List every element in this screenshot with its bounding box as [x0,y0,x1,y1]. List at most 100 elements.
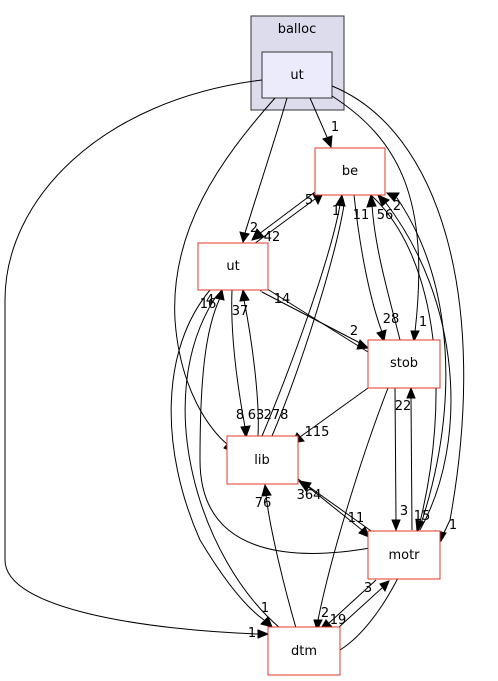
edge-be-stob [353,194,383,333]
edge-label: 63 [248,408,265,423]
edge-stob-lib [299,387,369,438]
node-stob[interactable]: stob [367,339,441,389]
edge-label: 76 [255,496,272,511]
edge-lib-ut [243,299,259,437]
node-ut-label: ut [226,259,239,274]
edge-arrow [335,193,346,207]
edge-arrow [261,483,272,497]
edge-dtm-be [339,197,447,651]
node-stob-box [367,339,441,389]
node-ut[interactable]: ut [197,242,269,291]
node-be[interactable]: be [314,147,386,196]
edge-dtm-ut [184,297,281,629]
edge-balloc-ut-dtm [4,79,263,635]
edge-be-lib [271,204,345,437]
edge-label: 8 [236,408,244,423]
edge-label: 2 [250,221,258,236]
edge-label: 11 [353,208,370,223]
edge-motr-lib [307,485,375,534]
edge-arrow [391,519,401,532]
edge-label: 1 [248,626,256,641]
edge-label: 364 [297,488,322,503]
edge-label: 5 [305,193,313,208]
edge-label: 37 [232,304,249,319]
edge-label: 22 [395,399,412,414]
node-be-box [314,147,386,196]
edge-label: 115 [305,425,330,440]
node-dtm[interactable]: dtm [267,626,341,676]
edge-label: 14 [274,292,291,307]
edge-arrow [251,228,265,241]
edge-motr-dtm [327,579,377,625]
edge-stob-dtm [317,387,389,621]
edge-stob-be [371,204,401,341]
edge-arrow [385,192,400,202]
node-ut-box [197,242,269,291]
edge-label: 3 [364,581,372,596]
node-lib-box [226,435,299,485]
edge-arrow [358,526,370,538]
cluster-balloc-label: balloc [278,22,317,37]
edge-arrow [377,194,390,207]
node-motr[interactable]: motr [367,530,441,580]
edge-label: 19 [330,613,347,628]
edge-balloc-ut-be [309,97,328,138]
edge-label: 1 [332,204,340,219]
edge-label: 16 [200,297,217,312]
node-dtm-box [267,626,341,676]
edge-label: 2 [350,324,358,339]
edge-arrow [379,580,390,593]
edge-label: 2 [393,199,401,214]
edge-label: 3 [400,504,408,519]
edge-dtm-lib [265,494,297,629]
edge-label: 1 [331,120,339,135]
edge-balloc-ut-lib [174,97,276,445]
edge-label: 15 [414,509,431,524]
edge-ut-dtm [170,289,265,621]
edge-balloc-ut-ut [244,97,288,234]
edge-label: 1 [261,601,269,616]
edge-arrow [366,193,377,208]
edge-arrow [356,339,370,350]
edge-arrow [260,616,273,628]
edge-arrow [376,329,387,343]
node-dtm-label: dtm [291,644,317,659]
edge-label: 28 [383,312,400,327]
edge-ut-lib [231,289,246,428]
edge-stob-ut [263,286,369,353]
edge-arrow [322,135,333,149]
node-motr-label: motr [388,548,420,563]
node-balloc-ut-box [261,51,333,99]
edge-arrow [415,519,425,533]
edge-stob-motr [394,387,397,521]
edge-balloc-ut-stob [331,95,420,333]
edge-dtm-motr [337,587,383,629]
edge-motr-be [385,202,452,531]
edge-label: 4 [206,293,214,308]
cluster-balloc[interactable]: balloc ut [250,15,345,111]
node-balloc-ut[interactable]: ut [261,51,333,99]
node-be-label: be [342,164,358,179]
edge-balloc-ut-motr [331,85,465,536]
edge-label: 2 [321,606,329,621]
edge-label: 278 [264,408,289,423]
edge-arrow [239,288,250,302]
node-stob-label: stob [390,356,418,371]
edge-be-motr [371,195,437,523]
edge-arrow [406,386,416,399]
edge-label: 56 [377,208,394,223]
edge-ut-stob [261,291,363,345]
edge-label: 11 [348,511,365,526]
edge-arrow [313,619,323,632]
node-balloc-ut-label: ut [290,68,303,83]
edge-be-ut [258,191,316,235]
node-lib[interactable]: lib [226,435,299,485]
edge-arrow [214,288,225,301]
edge-motr-ut [199,297,371,554]
edge-arrow [257,629,270,639]
node-lib-label: lib [254,453,269,468]
edge-arrow [410,330,420,343]
edge-motr-stob [410,397,413,531]
node-motr-box [367,530,441,580]
